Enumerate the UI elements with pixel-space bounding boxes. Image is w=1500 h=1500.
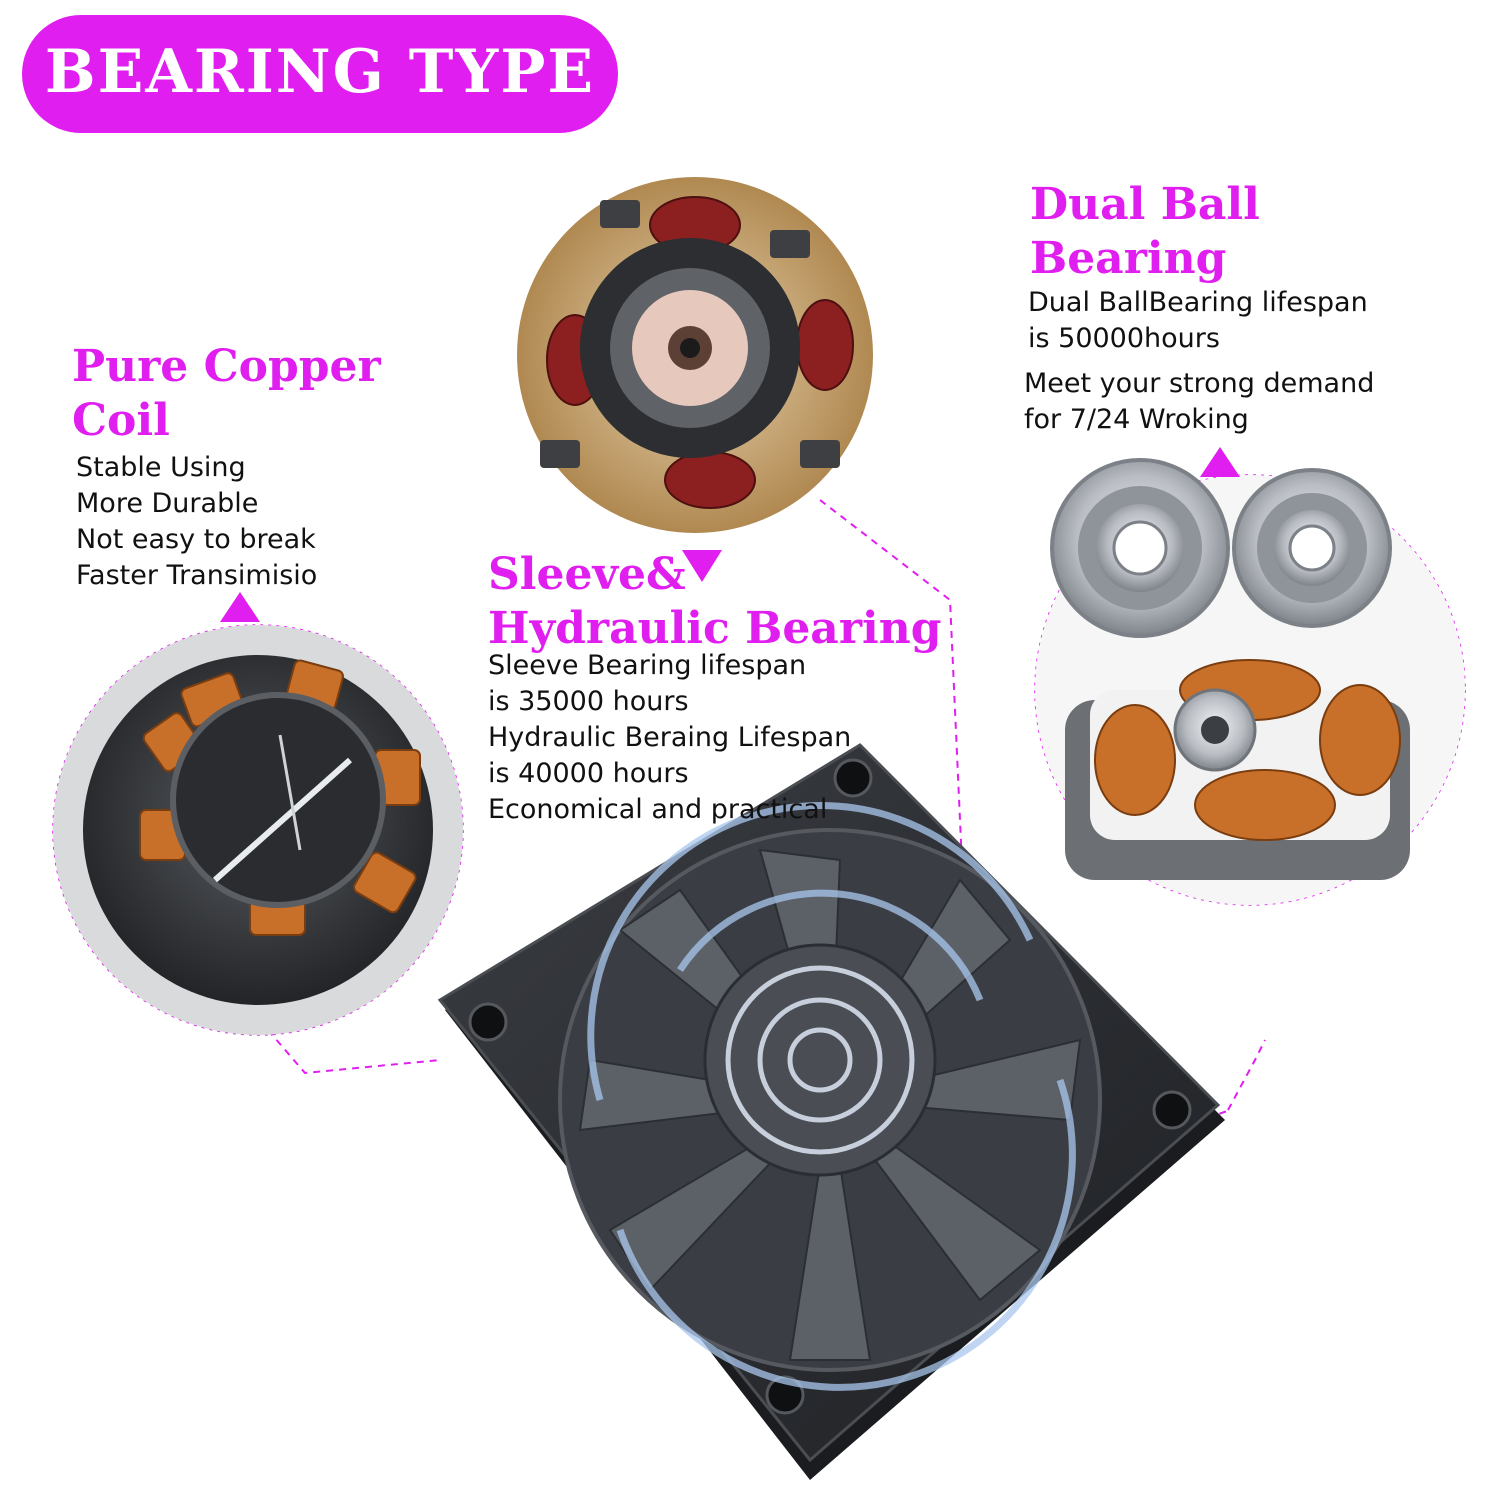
ball-heading-line-1: Dual Ball (1030, 179, 1260, 230)
sleeve-feature: Hydraulic Beraing Lifespan (488, 722, 852, 753)
sleeve-heading-line-1: Sleeve& (488, 549, 686, 600)
copper-feature: More Durable (76, 488, 259, 519)
copper-feature: Not easy to break (76, 524, 316, 555)
ball-bearing-features: Dual BallBearing lifespan is 50000hours (1028, 285, 1368, 357)
copper-heading-line-2: Coil (72, 395, 170, 446)
triangle-down-icon (682, 550, 722, 582)
title-banner: BEARING TYPE (22, 15, 618, 133)
triangle-up-icon (1200, 447, 1240, 477)
copper-coil-features: Stable Using More Durable Not easy to br… (76, 450, 317, 594)
sleeve-bearing-section: Sleeve& Hydraulic Bearing (488, 548, 941, 656)
dual-ball-bearing-image (1035, 458, 1465, 905)
ball-bearing-section: Dual Ball Bearing (1030, 178, 1260, 286)
ball-feature: Dual BallBearing lifespan (1028, 287, 1368, 318)
sleeve-feature: is 40000 hours (488, 758, 689, 789)
sleeve-feature: Economical and practical (488, 794, 828, 825)
ball-feature: Meet your strong demand (1024, 368, 1375, 399)
ball-feature: for 7/24 Wroking (1024, 404, 1249, 435)
ball-feature: is 50000hours (1028, 323, 1220, 354)
copper-coil-stator-image (53, 625, 463, 1035)
triangle-up-icon (220, 592, 260, 622)
sleeve-heading-line-2: Hydraulic Bearing (488, 603, 942, 654)
ball-heading-line-2: Bearing (1030, 233, 1227, 284)
sleeve-bearing-features: Sleeve Bearing lifespan is 35000 hours H… (488, 648, 851, 828)
ball-bearing-features-2: Meet your strong demand for 7/24 Wroking (1024, 366, 1374, 438)
copper-heading-line-1: Pure Copper (72, 341, 381, 392)
sleeve-bearing-image (517, 177, 873, 533)
cooling-fan-image (437, 743, 1225, 1480)
copper-coil-section: Pure Copper Coil (72, 340, 381, 448)
banner-title: BEARING TYPE (44, 37, 596, 107)
copper-feature: Faster Transimisio (76, 560, 318, 591)
sleeve-feature: Sleeve Bearing lifespan (488, 650, 807, 681)
copper-feature: Stable Using (76, 452, 246, 483)
sleeve-feature: is 35000 hours (488, 686, 689, 717)
